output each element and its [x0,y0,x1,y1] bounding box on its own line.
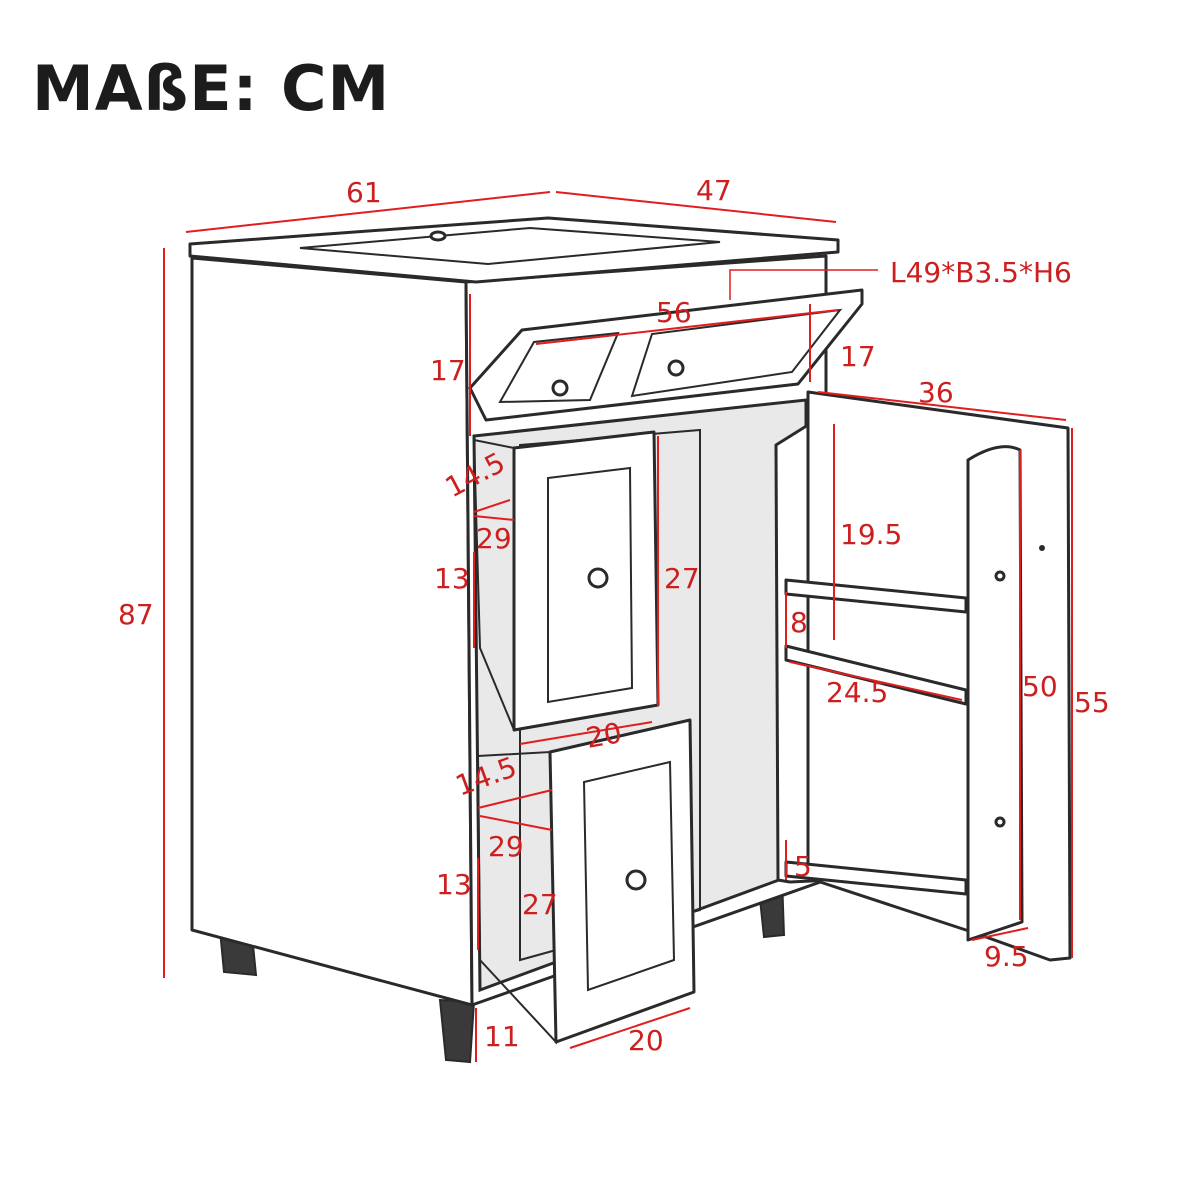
basin-top [188,216,840,284]
label-basin-drawer-width: 56 [656,296,692,329]
label-height: 87 [118,598,154,631]
cabinet-illustration [188,216,1072,1064]
leader-basin-spec [729,269,878,300]
faucet-hole [429,230,447,242]
dim-line-lower-front-width [569,1007,691,1049]
label-upper-drawer-inner-width: 29 [476,522,512,555]
label-lower-drawer-front-height: 27 [522,888,558,921]
dimension-lines [163,191,1073,1062]
label-door-shelf-height: 8 [790,606,808,639]
lower-drawer-knob-icon [625,869,647,891]
upper-drawer-box [472,438,515,731]
label-lower-drawer-inner-height: 13 [436,868,472,901]
dim-line-upper-front-width [519,721,653,745]
label-door-width: 36 [918,376,954,409]
label-lower-drawer-front-width: 20 [628,1024,664,1057]
label-leg-height: 11 [484,1020,520,1053]
label-door-shelf-width: 24.5 [826,676,888,709]
label-basin-drawer-height-right: 17 [840,340,876,373]
door-peg-lower-icon [994,816,1006,828]
label-upper-drawer-front-width: 20 [583,716,624,755]
label-width: 61 [346,176,382,209]
dim-line-basin-drawer [535,309,839,345]
basin-knob-left-icon [551,379,569,397]
label-lower-drawer-inner-width: 29 [488,830,524,863]
label-door-depth: 9.5 [984,940,1029,973]
label-door-outer-height: 55 [1074,686,1110,719]
label-door-bottom-gap: 5 [794,850,812,883]
label-depth: 47 [696,174,732,207]
upper-drawer-front [512,430,660,732]
door-shelf-lower [784,644,968,706]
label-upper-drawer-front-height: 27 [664,562,700,595]
dim-line-door-width [817,391,1067,421]
lower-drawer-panel [582,760,676,992]
dim-line-upper-depth [473,499,511,513]
dim-line-lower-inner-width [479,815,553,831]
dimension-labels: 61 47 87 56 L49*B3.5*H6 17 17 14.5 29 13… [118,174,1110,1057]
door-pin-icon [1039,545,1045,551]
label-upper-drawer-inner-height: 13 [434,562,470,595]
upper-drawer-panel [547,466,634,704]
leg-front-left [438,998,476,1064]
upper-drawer-knob-icon [587,567,609,589]
door-peg-upper-icon [994,570,1006,582]
basin-drawer-panel-left [498,331,620,404]
label-door-inner-height: 50 [1022,670,1058,703]
dim-line-depth [555,191,837,223]
dim-line-upper-inner-width [473,515,515,521]
lower-drawer-box [476,750,558,1045]
label-door-upper-gap: 19.5 [840,518,902,551]
basin-drawer-panel-right [630,308,843,398]
label-basin-drawer-spec: L49*B3.5*H6 [890,256,1072,289]
dim-line-lower-depth [477,789,553,809]
basin-bowl [299,226,721,266]
dim-line-width [185,191,551,233]
dim-line-door-depth [971,927,1029,941]
door-shelf-upper [784,578,968,614]
page-title: MAßE: CM [32,52,391,125]
door-shelf-side [966,445,1024,942]
label-basin-drawer-height-left: 17 [430,354,466,387]
dim-line-door-shelf-width [789,661,963,701]
basin-knob-right-icon [667,359,685,377]
